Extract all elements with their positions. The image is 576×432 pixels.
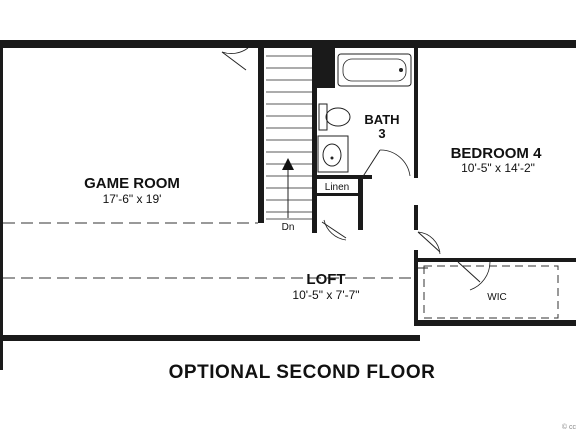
toilet — [318, 103, 351, 131]
bathtub — [337, 53, 412, 87]
floor-title: OPTIONAL SECOND FLOOR — [168, 362, 436, 383]
bath-name: BATH — [364, 112, 399, 127]
game-room-name: GAME ROOM — [84, 175, 180, 192]
bedroom-name: BEDROOM 4 — [451, 145, 543, 162]
stairs-down-arrow-icon — [282, 158, 294, 218]
loft-dims: 10'-5" x 7'-7" — [292, 288, 359, 302]
door-swings — [221, 47, 491, 291]
watermark: © cc — [561, 424, 576, 431]
wic-shelf — [418, 265, 559, 319]
stairs — [266, 55, 312, 220]
sink-vanity — [317, 135, 349, 173]
bedroom-dims: 10'-5" x 14'-2" — [461, 161, 535, 175]
linen-label: Linen — [325, 182, 349, 193]
wic-label: WIC — [487, 292, 506, 303]
loft-name: LOFT — [306, 271, 345, 288]
bath-number: 3 — [378, 126, 385, 141]
loft-boundary — [3, 222, 414, 279]
game-room-dims: 17'-6" x 19' — [103, 192, 162, 206]
stairs-label: Dn — [282, 222, 295, 233]
walls — [0, 40, 576, 370]
